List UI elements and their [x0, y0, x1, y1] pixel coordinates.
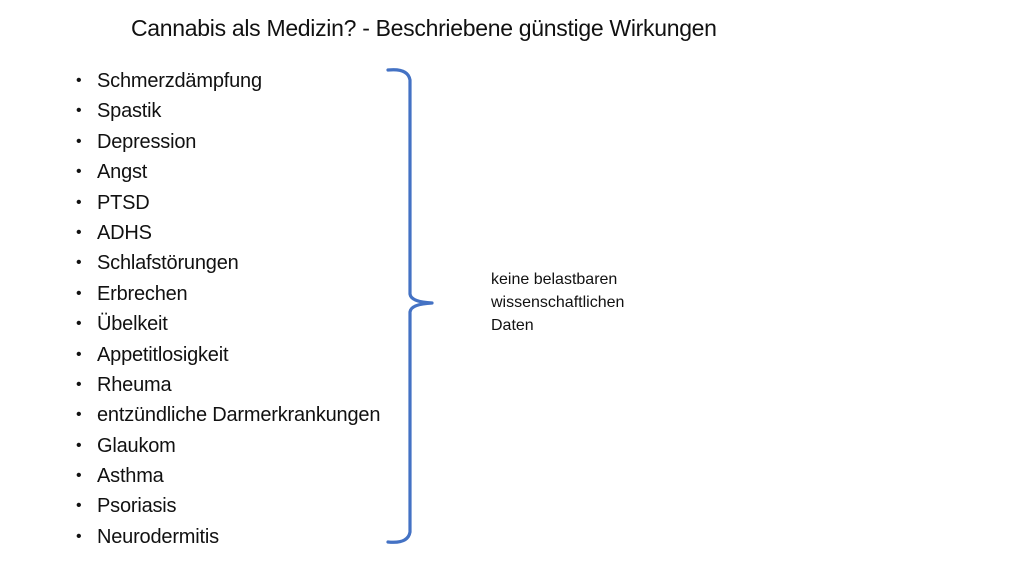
bullet-icon: •: [76, 284, 82, 302]
list-item: • Schlafstörungen: [76, 248, 380, 278]
list-item-label: Spastik: [97, 100, 162, 123]
bullet-icon: •: [76, 345, 82, 363]
list-item: • Spastik: [76, 96, 380, 126]
list-item: • Depression: [76, 127, 380, 157]
bullet-icon: •: [76, 223, 82, 241]
list-item-label: PTSD: [97, 191, 150, 214]
list-item-label: Appetitlosigkeit: [97, 343, 229, 366]
curly-brace-shape: [386, 68, 434, 544]
list-item: • Schmerzdämpfung: [76, 66, 380, 96]
bullet-icon: •: [76, 527, 82, 545]
bullet-icon: •: [76, 497, 82, 515]
bullet-icon: •: [76, 102, 82, 120]
list-item-label: entzündliche Darmerkrankungen: [97, 404, 381, 427]
list-item: • Psoriasis: [76, 491, 380, 521]
list-item-label: Glaukom: [97, 434, 176, 457]
list-item: • Übelkeit: [76, 309, 380, 339]
list-item-label: Psoriasis: [97, 495, 177, 518]
bullet-icon: •: [76, 193, 82, 211]
list-item: • Rheuma: [76, 370, 380, 400]
list-item: • entzündliche Darmerkrankungen: [76, 400, 380, 430]
bullet-icon: •: [76, 315, 82, 333]
annotation-text: keine belastbaren wissenschaftlichen Dat…: [491, 271, 625, 334]
bullet-icon: •: [76, 72, 82, 89]
list-item-label: ADHS: [97, 221, 152, 244]
bullet-icon: •: [76, 406, 82, 424]
list-item: • Glaukom: [76, 431, 380, 461]
list-item: • Erbrechen: [76, 279, 380, 309]
list-item-label: Erbrechen: [97, 282, 188, 305]
list-item-label: Übelkeit: [97, 313, 168, 336]
list-item: • Angst: [76, 157, 380, 187]
bullet-icon: •: [76, 163, 82, 181]
slide-title: Cannabis als Medizin? - Beschriebene gün…: [131, 15, 717, 41]
list-item-label: Depression: [97, 130, 197, 153]
list-item-label: Neurodermitis: [97, 525, 219, 548]
bullet-icon: •: [76, 436, 82, 454]
list-item-label: Angst: [97, 161, 148, 184]
bullet-icon: •: [76, 132, 82, 150]
list-item-label: Asthma: [97, 465, 164, 488]
list-item: • Neurodermitis: [76, 522, 380, 552]
bullet-icon: •: [76, 467, 82, 485]
list-item-label: Schmerzdämpfung: [97, 70, 262, 92]
list-item: • Appetitlosigkeit: [76, 340, 380, 370]
bullet-icon: •: [76, 254, 82, 272]
list-item-label: Schlafstörungen: [97, 252, 239, 275]
list-item: • PTSD: [76, 188, 380, 218]
list-item: • Asthma: [76, 461, 380, 491]
effects-list: • Schmerzdämpfung • Spastik • Depression • A…: [76, 66, 380, 552]
list-item: • ADHS: [76, 218, 380, 248]
list-item-label: Rheuma: [97, 373, 172, 396]
bullet-icon: •: [76, 375, 82, 393]
curly-brace-icon: [386, 68, 434, 544]
